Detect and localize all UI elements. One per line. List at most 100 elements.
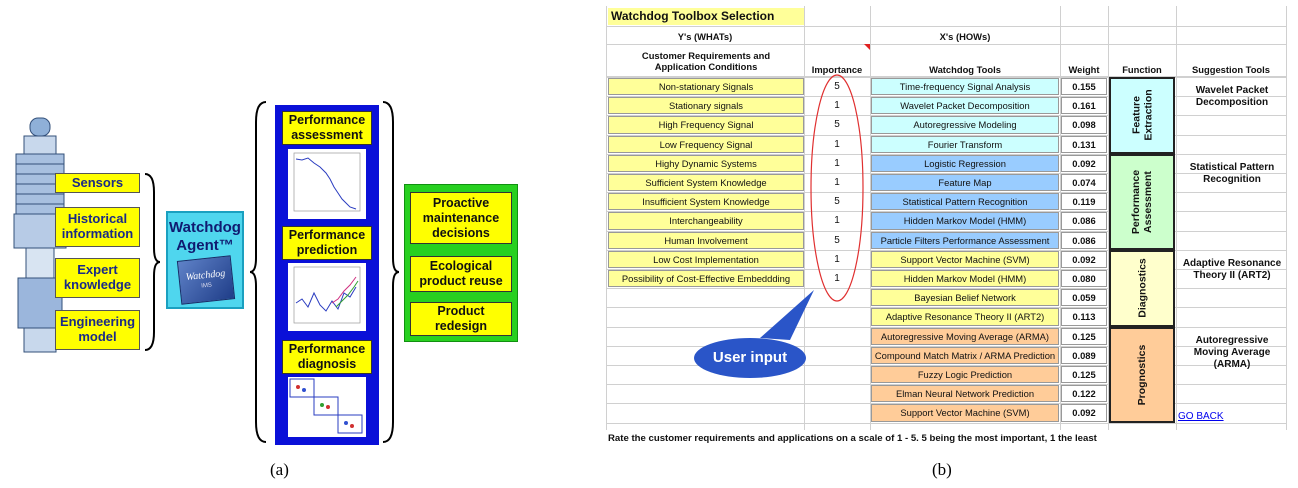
tool-cell: Hidden Markov Model (HMM) <box>871 270 1059 288</box>
tool-cell: Fuzzy Logic Prediction <box>871 366 1059 384</box>
hows-label: X's (HOWs) <box>939 30 991 42</box>
input-box-engineering-model: Engineering model <box>55 310 140 350</box>
tool-cell: Fourier Transform <box>871 135 1059 153</box>
tool-cell: Adaptive Resonance Theory II (ART2) <box>871 308 1059 326</box>
function-label: Feature Extraction <box>1129 89 1154 142</box>
importance-input[interactable]: 1 <box>834 100 840 112</box>
grid-hline <box>606 307 1286 309</box>
diagnosis-cluster-icon <box>289 378 363 434</box>
prediction-plot <box>288 263 366 331</box>
watchdog-logo: Watchdog IMS <box>176 255 236 305</box>
importance-input[interactable]: 5 <box>834 234 840 246</box>
importance-input[interactable]: 1 <box>834 138 840 150</box>
caption-b: (b) <box>932 460 952 479</box>
tool-cell: Time-frequency Signal Analysis <box>871 78 1059 96</box>
grid-vline <box>1108 6 1109 430</box>
requirement-cell: Low Frequency Signal <box>608 135 804 153</box>
tool-cell: Logistic Regression <box>871 154 1059 172</box>
red-corner-marker <box>864 44 870 50</box>
weight-cell: 0.089 <box>1061 346 1107 364</box>
grid-hline <box>606 26 1286 27</box>
col-header-importance: Importance <box>811 63 863 75</box>
grid-hline <box>606 230 1286 232</box>
importance-input[interactable]: 1 <box>834 253 840 265</box>
tool-cell: Compound Match Matrix / ARMA Prediction <box>871 346 1059 364</box>
grid-vline <box>606 6 607 430</box>
process-box-assessment: Performance assessment <box>282 111 372 145</box>
grid-hline <box>606 76 1286 77</box>
function-label: Performance Assessment <box>1130 169 1154 234</box>
importance-input[interactable]: 1 <box>834 215 840 227</box>
grid-hline <box>606 345 1286 347</box>
importance-input[interactable]: 1 <box>834 157 840 169</box>
user-input-label: User input <box>712 349 788 366</box>
weight-cell: 0.059 <box>1061 289 1107 307</box>
output-box-product-redesign: Product redesign <box>410 302 512 336</box>
suggestion-tool: Wavelet Packet Decomposition <box>1195 85 1269 108</box>
grid-hline <box>606 134 1286 136</box>
requirement-cell: Human Involvement <box>608 231 804 249</box>
assessment-plot <box>288 149 366 219</box>
importance-input[interactable]: 5 <box>834 196 840 208</box>
input-box-expert-knowledge: Expert knowledge <box>55 258 140 298</box>
weight-cell: 0.125 <box>1061 366 1107 384</box>
grid-hline <box>606 192 1286 194</box>
suggestion-tool: Adaptive Resonance Theory II (ART2) <box>1182 257 1282 281</box>
grid-hline <box>606 77 1286 78</box>
col-header-requirements: Customer Requirements and Application Co… <box>641 50 771 72</box>
grid-hline <box>606 269 1286 270</box>
weight-cell: 0.161 <box>1061 97 1107 115</box>
requirement-cell: Low Cost Implementation <box>608 250 804 268</box>
grid-hline <box>606 153 1286 155</box>
col-header-suggestion: Suggestion Tools <box>1192 63 1270 75</box>
user-input-callout <box>694 290 814 378</box>
importance-input[interactable]: 1 <box>834 273 840 285</box>
whats-label: Y's (WHATs) <box>677 30 733 42</box>
requirement-cell: Non-stationary Signals <box>608 78 804 96</box>
suggestion-tool: Autoregressive Moving Average (ARMA) <box>1193 334 1271 370</box>
requirement-cell: Stationary signals <box>608 97 804 115</box>
requirement-cell: Sufficient System Knowledge <box>608 174 804 192</box>
grid-hline <box>606 115 1286 117</box>
grid-hline <box>606 249 1286 251</box>
weight-cell: 0.155 <box>1061 78 1107 96</box>
assessment-curve-icon <box>293 152 361 212</box>
function-group-box <box>1109 249 1175 327</box>
function-label: Diagnostics <box>1135 258 1148 318</box>
importance-input[interactable]: 1 <box>834 177 840 189</box>
importance-input[interactable]: 5 <box>834 119 840 131</box>
weight-cell: 0.113 <box>1061 308 1107 326</box>
grid-hline <box>606 96 1286 98</box>
weight-cell: 0.092 <box>1061 404 1107 422</box>
col-header-tools: Watchdog Tools <box>929 63 1001 75</box>
requirement-cell: Insufficient System Knowledge <box>608 193 804 211</box>
go-back-link[interactable]: GO BACK <box>1178 411 1224 422</box>
requirement-cell: Interchangeability <box>608 212 804 230</box>
output-box-ecological-reuse: Ecological product reuse <box>410 256 512 292</box>
diagnosis-plot <box>288 377 366 437</box>
weight-cell: 0.131 <box>1061 135 1107 153</box>
weight-cell: 0.080 <box>1061 270 1107 288</box>
grid-hline <box>606 403 1286 405</box>
left-brace <box>144 173 161 351</box>
prediction-curve-icon <box>293 266 361 324</box>
grid-hline <box>606 211 1286 213</box>
tool-cell: Autoregressive Moving Average (ARMA) <box>871 327 1059 345</box>
tool-cell: Feature Map <box>871 174 1059 192</box>
weight-cell: 0.122 <box>1061 385 1107 403</box>
suggestion-tool: Statistical Pattern Recognition <box>1189 161 1275 185</box>
function-group-box <box>1109 77 1175 154</box>
panel-b-spreadsheet: Watchdog Toolbox Selection Y's (WHATs) X… <box>606 6 1290 446</box>
tool-cell: Autoregressive Modeling <box>871 116 1059 134</box>
importance-input[interactable]: 5 <box>834 81 840 93</box>
grid-hline <box>606 288 1286 290</box>
footer-instructions: Rate the customer requirements and appli… <box>608 433 1097 444</box>
function-group-box <box>1109 326 1175 423</box>
function-group-box <box>1109 153 1175 250</box>
function-label: Prognostics <box>1136 344 1148 405</box>
weight-cell: 0.074 <box>1061 174 1107 192</box>
tool-cell: Elman Neural Network Prediction <box>871 385 1059 403</box>
grid-hline <box>606 44 1286 45</box>
process-box-prediction: Performance prediction <box>282 226 372 260</box>
tool-cell: Hidden Markov Model (HMM) <box>871 212 1059 230</box>
